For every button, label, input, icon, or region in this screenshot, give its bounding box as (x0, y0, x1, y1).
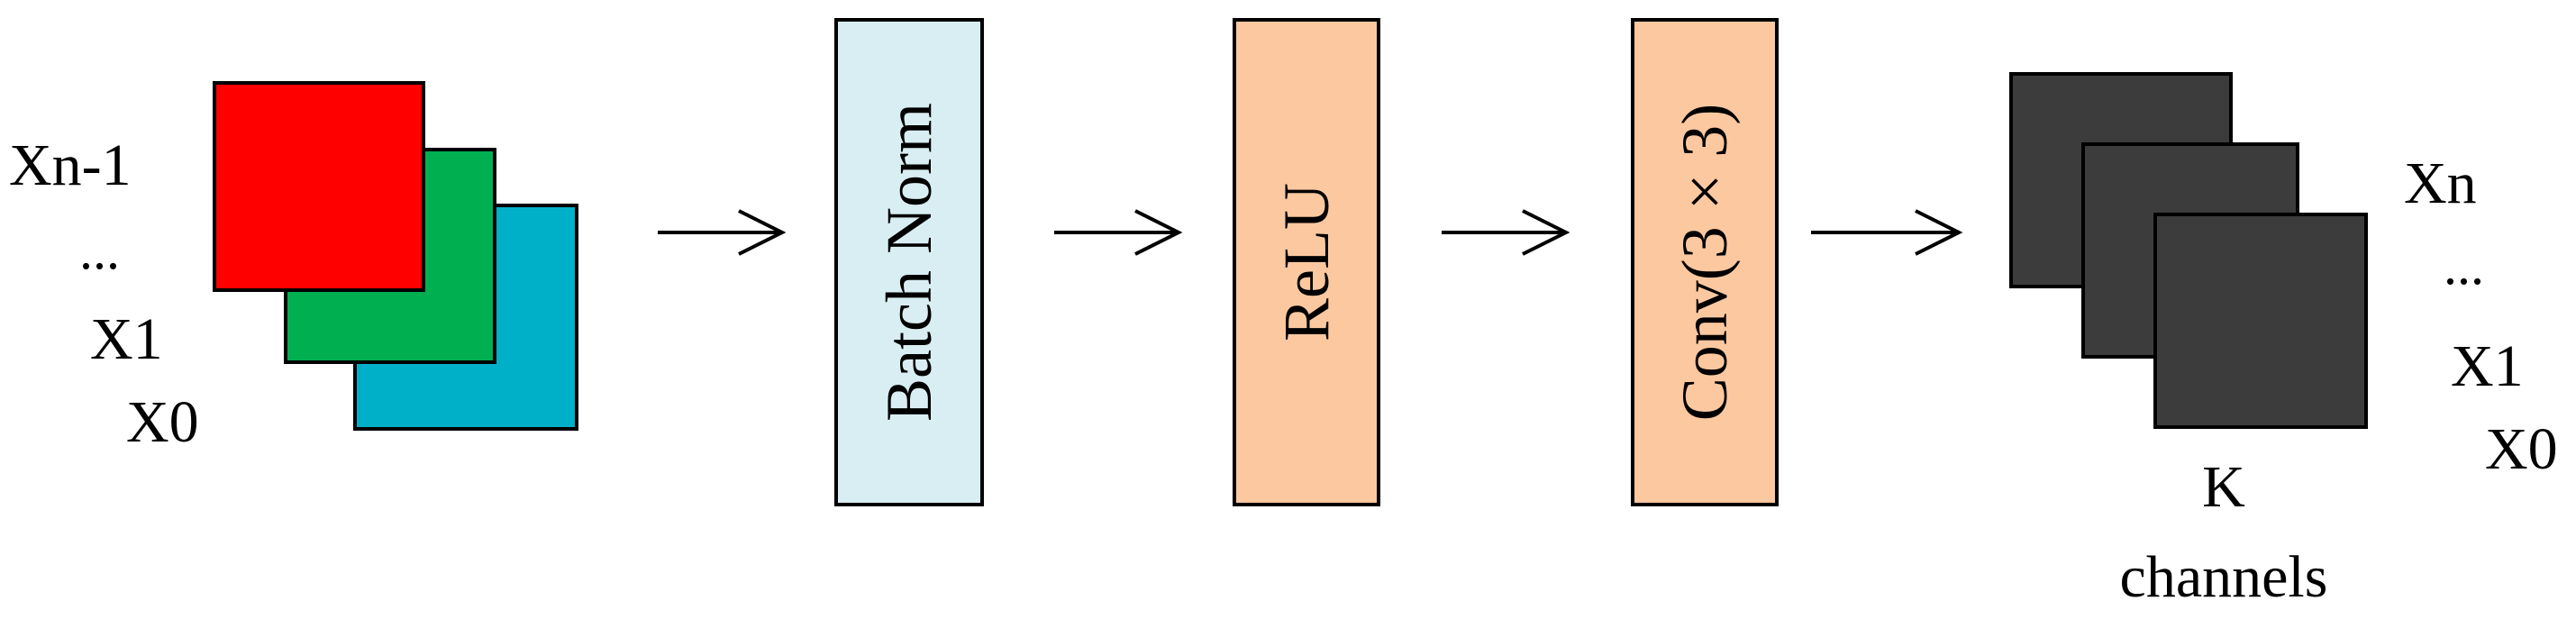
input-labels: Xn-1 ... X1 X0 (9, 132, 199, 455)
batch-norm-label: Batch Norm (873, 103, 945, 422)
relu-label: ReLU (1270, 183, 1343, 341)
input-label-ellipsis: ... (79, 221, 120, 280)
input-feature-stack (213, 81, 578, 431)
stage-batch-norm: Batch Norm (834, 18, 984, 506)
input-square-1 (213, 81, 425, 292)
output-caption-k: K (2202, 454, 2245, 520)
conv-label: Conv(3 × 3) (1669, 104, 1741, 422)
output-label-ellipsis: ... (2444, 236, 2484, 296)
output-caption-channels: channels (2120, 544, 2328, 610)
batch-norm-box (834, 18, 984, 506)
output-feature-stack (2009, 72, 2368, 429)
relu-box (1233, 18, 1380, 506)
conv-box (1631, 18, 1779, 506)
output-caption: K channels (2120, 454, 2328, 610)
stage-conv: Conv(3 × 3) (1631, 18, 1779, 506)
input-label-x1: X1 (90, 306, 163, 372)
input-label-x0: X0 (126, 389, 199, 455)
output-label-x1: X1 (2451, 333, 2524, 399)
stage-relu: ReLU (1233, 18, 1380, 506)
output-label-xn: Xn (2404, 150, 2477, 216)
input-label-xn-1: Xn-1 (9, 132, 132, 198)
output-labels: Xn ... X1 X0 (2404, 150, 2558, 482)
output-label-x0: X0 (2485, 416, 2558, 482)
output-square-3 (2153, 213, 2368, 429)
